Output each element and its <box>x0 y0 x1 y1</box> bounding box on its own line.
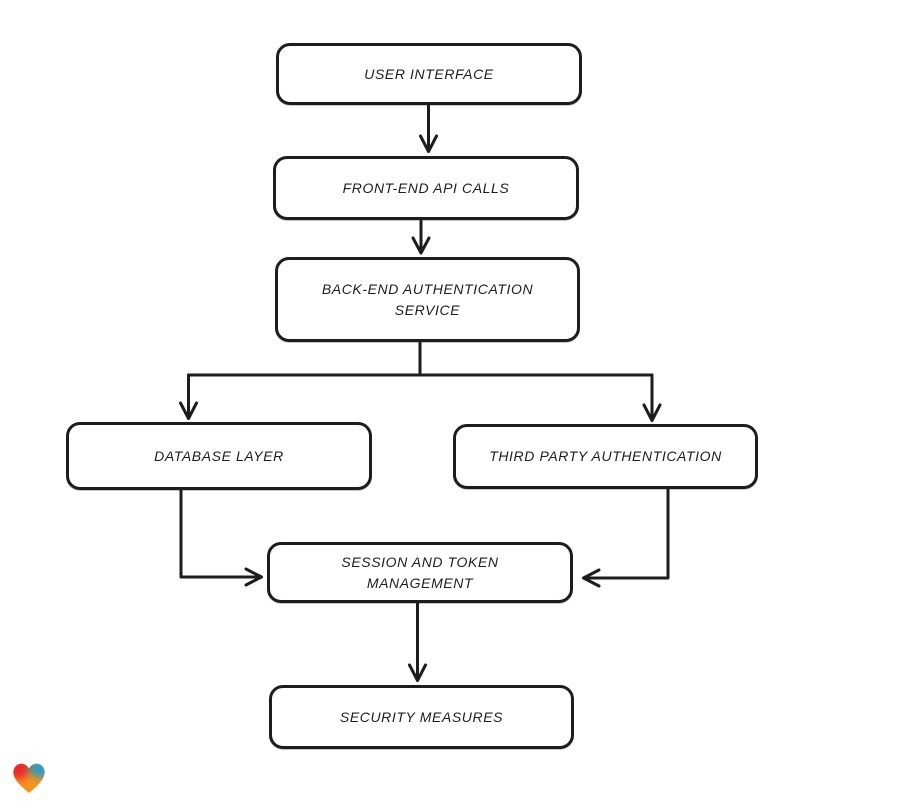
node-back-end-authentication-service-label: BACK-END AUTHENTICATION SERVICE <box>321 281 534 318</box>
node-security-measures: SECURITY MEASURES <box>269 685 574 749</box>
heart-logo-icon <box>13 763 45 794</box>
node-third-party-authentication: THIRD PARTY AUTHENTICATION <box>453 424 758 489</box>
node-front-end-api-calls-label: FRONT-END API CALLS <box>342 179 510 196</box>
heart-red-blend <box>13 763 29 780</box>
edge-third-party-to-session <box>582 487 670 588</box>
node-back-end-authentication-service: BACK-END AUTHENTICATION SERVICE <box>275 257 580 342</box>
node-session-and-token-management: SESSION AND TOKEN MANAGEMENT <box>267 542 573 603</box>
edge-user-interface-to-front-end <box>419 103 438 153</box>
node-user-interface: USER INTERFACE <box>276 43 582 105</box>
node-front-end-api-calls: FRONT-END API CALLS <box>273 156 579 220</box>
edge-front-end-to-back-end <box>411 219 431 255</box>
edge-database-to-session <box>179 488 263 587</box>
node-security-measures-label: SECURITY MEASURES <box>339 708 504 725</box>
node-third-party-authentication-label: THIRD PARTY AUTHENTICATION <box>489 448 722 465</box>
node-database-layer: DATABASE LAYER <box>66 422 372 490</box>
node-user-interface-label: USER INTERFACE <box>364 65 494 82</box>
node-database-layer-label: DATABASE LAYER <box>154 447 284 464</box>
edge-session-to-security <box>408 601 427 682</box>
node-session-and-token-management-label: SESSION AND TOKEN MANAGEMENT <box>341 554 499 591</box>
edge-back-end-branch <box>179 340 662 422</box>
